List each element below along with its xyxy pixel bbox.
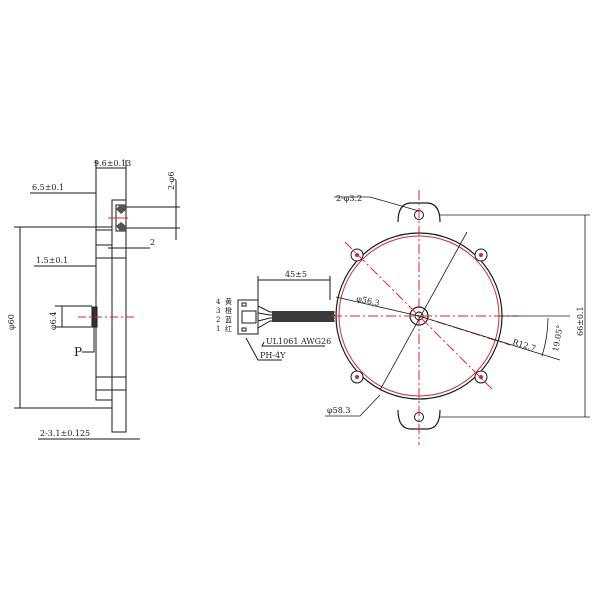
dim-mount-holes: 2-φ3.2: [336, 194, 362, 203]
dim-height: 66±0.1: [576, 306, 585, 336]
pin-2-color: 蓝: [225, 315, 232, 324]
dim-diameter: φ60: [7, 314, 16, 330]
dim-bottom: 2-3.1±0.125: [40, 429, 90, 438]
pin-4-num: 4: [216, 298, 221, 306]
pin-1-num: 1: [216, 325, 220, 333]
dim-lead-length: 45±5: [285, 270, 307, 279]
pin-3-color: 橙: [225, 306, 232, 315]
dim-flange: 6.5±0.1: [32, 183, 64, 192]
wire-spec: UL1061 AWG26: [266, 337, 331, 346]
pin-1-color: 红: [225, 324, 232, 333]
dim-1-5: 1.5±0.1: [36, 256, 68, 265]
pin-2-num: 2: [216, 316, 220, 324]
dim-step: 2: [150, 238, 155, 247]
pin-4-color: 黄: [225, 297, 232, 306]
dim-holes-top: 2-φ6: [167, 172, 176, 190]
dim-radius: R12.7: [511, 337, 536, 353]
dim-width-total: 9.6±0.13: [94, 159, 131, 168]
dim-inner-dia: φ56.3: [356, 294, 381, 308]
label-p: P: [74, 345, 82, 359]
dim-outer-dia: φ58.3: [327, 406, 350, 415]
front-view: [325, 190, 590, 445]
connector-type: PH-4Y: [260, 351, 286, 360]
dim-bore: φ6.4: [49, 312, 58, 330]
wire-bundle: [272, 311, 334, 322]
pin-3-num: 3: [216, 307, 220, 315]
side-view: [14, 160, 180, 440]
dim-angle: 19.05°: [551, 324, 565, 352]
